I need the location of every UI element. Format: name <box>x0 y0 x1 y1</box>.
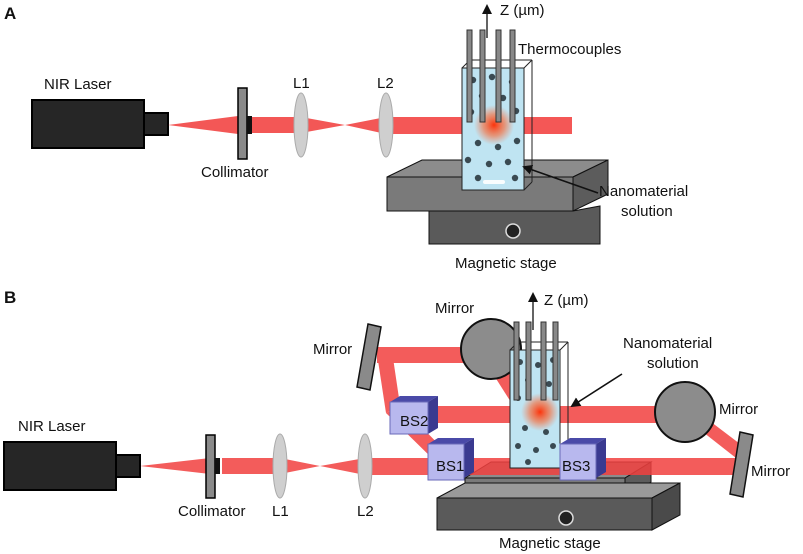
stir-bar-a <box>483 180 505 184</box>
laser-label-b: NIR Laser <box>18 418 86 435</box>
bs3-label: BS3 <box>562 458 590 475</box>
beam-splitter-bs2 <box>389 396 438 435</box>
mirror-top-left <box>356 323 382 391</box>
mirror-top-center <box>460 318 522 380</box>
lens-l1-label-a: L1 <box>293 75 310 92</box>
z-axis-label-a: Z (µm) <box>500 2 544 19</box>
stir-knob-a <box>505 223 521 239</box>
lens-l1-label-b: L1 <box>272 503 289 520</box>
lens-l1-b <box>272 433 288 499</box>
lens-l2-label-b: L2 <box>357 503 374 520</box>
thermocouples-a <box>466 29 516 123</box>
solution-label-a-line1: Nanomaterial <box>599 183 688 200</box>
heating-spot-b <box>521 393 559 431</box>
lens-l2-a <box>378 92 394 158</box>
panel-b: B Magnetic stage N <box>3 288 790 552</box>
panel-a: A NIR Laser Collimator L1 L2 <box>4 2 688 272</box>
lens-l1-a <box>293 92 309 158</box>
collimator-label-b: Collimator <box>178 503 246 520</box>
solution-pointer-a <box>522 164 599 194</box>
lens-l2-b <box>357 433 373 499</box>
collimator-a <box>237 87 252 160</box>
mirror-right-upper <box>654 381 716 443</box>
panel-a-letter: A <box>4 4 16 23</box>
solution-label-b-line2: solution <box>647 355 699 372</box>
collimator-b <box>205 434 220 499</box>
thermocouples-label-a: Thermocouples <box>518 41 621 58</box>
bs2-label: BS2 <box>400 413 428 430</box>
solution-label-b-line1: Nanomaterial <box>623 335 712 352</box>
stage-label-a: Magnetic stage <box>455 255 557 272</box>
mirror-top-left-label: Mirror <box>313 341 352 358</box>
nir-laser-a <box>31 99 169 149</box>
nir-laser-b <box>3 441 141 491</box>
solution-pointer-b <box>570 373 623 408</box>
mirror-right-lower-label: Mirror <box>751 463 790 480</box>
solution-label-a-line2: solution <box>621 203 673 220</box>
mirror-top-center-label: Mirror <box>435 300 474 317</box>
lens-l2-label-a: L2 <box>377 75 394 92</box>
laser-label-a: NIR Laser <box>44 76 112 93</box>
bs1-label: BS1 <box>436 458 464 475</box>
mirror-right-upper-label: Mirror <box>719 401 758 418</box>
cuvette-b <box>509 341 569 469</box>
beam-splitter-bs1 <box>427 438 474 481</box>
panel-b-letter: B <box>4 288 16 307</box>
stage-label-b: Magnetic stage <box>499 535 601 552</box>
thermocouples-b <box>513 321 559 401</box>
stir-knob-b <box>558 510 574 526</box>
z-axis-label-b: Z (µm) <box>544 292 588 309</box>
beam-splitter-bs3 <box>559 438 606 481</box>
mirror-right-lower <box>729 431 754 498</box>
collimator-label-a: Collimator <box>201 164 269 181</box>
